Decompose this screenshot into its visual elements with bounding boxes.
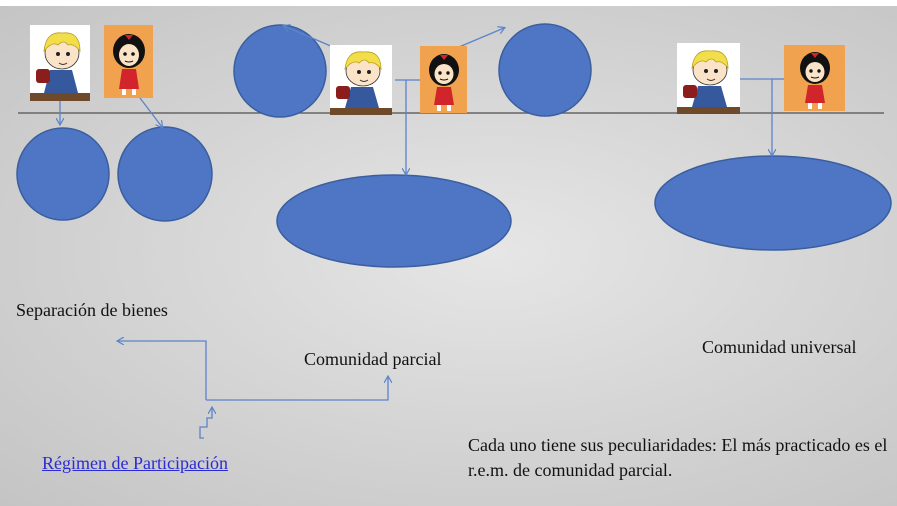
girl-character-right (784, 45, 845, 111)
label-separacion-de-bienes: Separación de bienes (16, 300, 168, 320)
connector-middle (395, 79, 406, 174)
middle-circle-right (498, 23, 592, 117)
arrow-girl-to-circle (139, 97, 162, 127)
girl-character-left (104, 25, 153, 98)
arrow-girl-to-middle-circle (458, 28, 504, 48)
dark-haired-girl-cartoon-icon (113, 34, 145, 95)
connector-right (740, 78, 772, 155)
note-text: Cada uno tiene sus peculiaridades: El má… (468, 435, 888, 480)
top-strip (0, 0, 897, 6)
boy-character-middle (330, 45, 392, 115)
label-comunidad-universal: Comunidad universal (702, 337, 857, 357)
left-circle-a (16, 127, 110, 221)
label-comunidad-parcial: Comunidad parcial (304, 349, 442, 369)
squiggle-from-regimen (199, 408, 212, 439)
boy-character-right (677, 43, 740, 114)
arrow-to-separacion (118, 341, 207, 400)
blonde-boy-cartoon-icon (30, 32, 90, 101)
left-circle-b (117, 126, 213, 222)
boy-character-left (30, 25, 90, 101)
dark-haired-girl-cartoon-icon (429, 54, 459, 111)
blonde-boy-cartoon-icon (330, 51, 392, 115)
dark-haired-girl-cartoon-icon (800, 52, 830, 109)
arrow-boy-to-middle-circle (284, 26, 334, 48)
middle-ellipse (276, 174, 512, 268)
girl-character-middle (420, 46, 467, 113)
blonde-boy-cartoon-icon (677, 50, 740, 114)
link-regimen-de-participacion[interactable]: Régimen de Participación (42, 453, 228, 473)
middle-circle-left (233, 24, 327, 118)
right-ellipse (654, 155, 892, 251)
arrow-to-comunidad-parcial (206, 377, 388, 401)
